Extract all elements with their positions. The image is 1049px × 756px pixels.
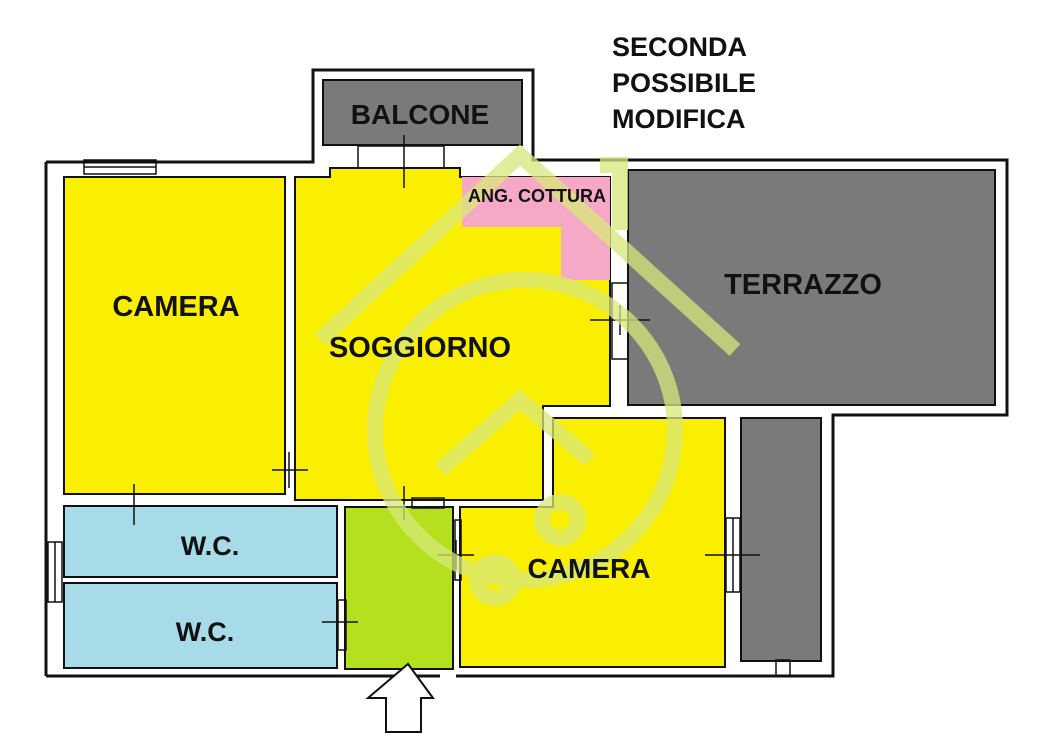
label-balcone: BALCONE [351,99,489,130]
label-terrazzo: TERRAZZO [724,269,882,301]
room-wc-bottom [63,582,338,669]
title-line-3: MODIFICA [612,104,746,134]
label-soggiorno: SOGGIORNO [329,332,511,364]
title-line-2: POSSIBILE [612,68,757,98]
label-camera-left: CAMERA [112,291,239,323]
title-line-1: SECONDA [612,32,748,62]
house-logo-watermark [314,144,741,606]
room-entrance [344,506,454,670]
label-wc-top: W.C. [181,531,240,561]
label-wc-bottom: W.C. [176,617,235,647]
label-camera-right: CAMERA [528,553,651,584]
walls [44,68,1009,678]
entrance-arrow-icon [365,662,435,733]
room-camera-left [63,176,286,495]
room-balcone [322,79,523,146]
label-ang-cottura: ANG. COTTURA [468,186,606,206]
room-side-terrace [740,417,822,662]
room-wc-top [63,505,338,578]
